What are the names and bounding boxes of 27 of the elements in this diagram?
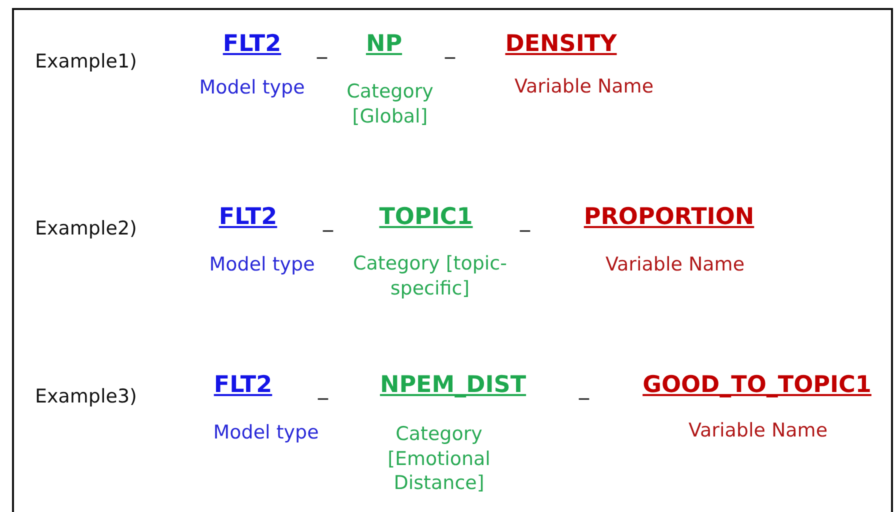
variable-caption: Variable Name [688, 418, 828, 444]
model-type-code: FLT2 [214, 371, 272, 400]
separator-underscore: _ [445, 34, 455, 60]
example-label: Example2) [35, 216, 137, 242]
separator-underscore: _ [318, 375, 328, 401]
separator-underscore: _ [317, 34, 327, 60]
model-type-caption: Model type [209, 252, 315, 278]
separator-underscore: _ [579, 375, 589, 401]
variable-code: DENSITY [505, 30, 617, 60]
variable-code: GOOD_TO_TOPIC1 [642, 371, 872, 400]
model-type-code: FLT2 [222, 30, 282, 60]
category-caption: Category [Global] [346, 79, 434, 129]
example-label: Example1) [35, 50, 137, 74]
variable-caption: Variable Name [514, 74, 654, 100]
separator-underscore: _ [323, 207, 333, 233]
category-code: NPEM_DIST [380, 371, 526, 400]
category-code: NP [366, 30, 402, 60]
model-type-caption: Model type [213, 420, 319, 446]
example-label: Example3) [35, 384, 137, 410]
category-caption: Category [Emotional Distance] [386, 422, 492, 496]
variable-code: PROPORTION [584, 203, 754, 232]
variable-caption: Variable Name [605, 252, 745, 278]
model-type-caption: Model type [199, 76, 305, 100]
model-type-code: FLT2 [218, 203, 278, 232]
category-code: TOPIC1 [379, 203, 473, 232]
category-caption: Category [topic-specific] [352, 251, 508, 301]
separator-underscore: _ [520, 207, 530, 233]
